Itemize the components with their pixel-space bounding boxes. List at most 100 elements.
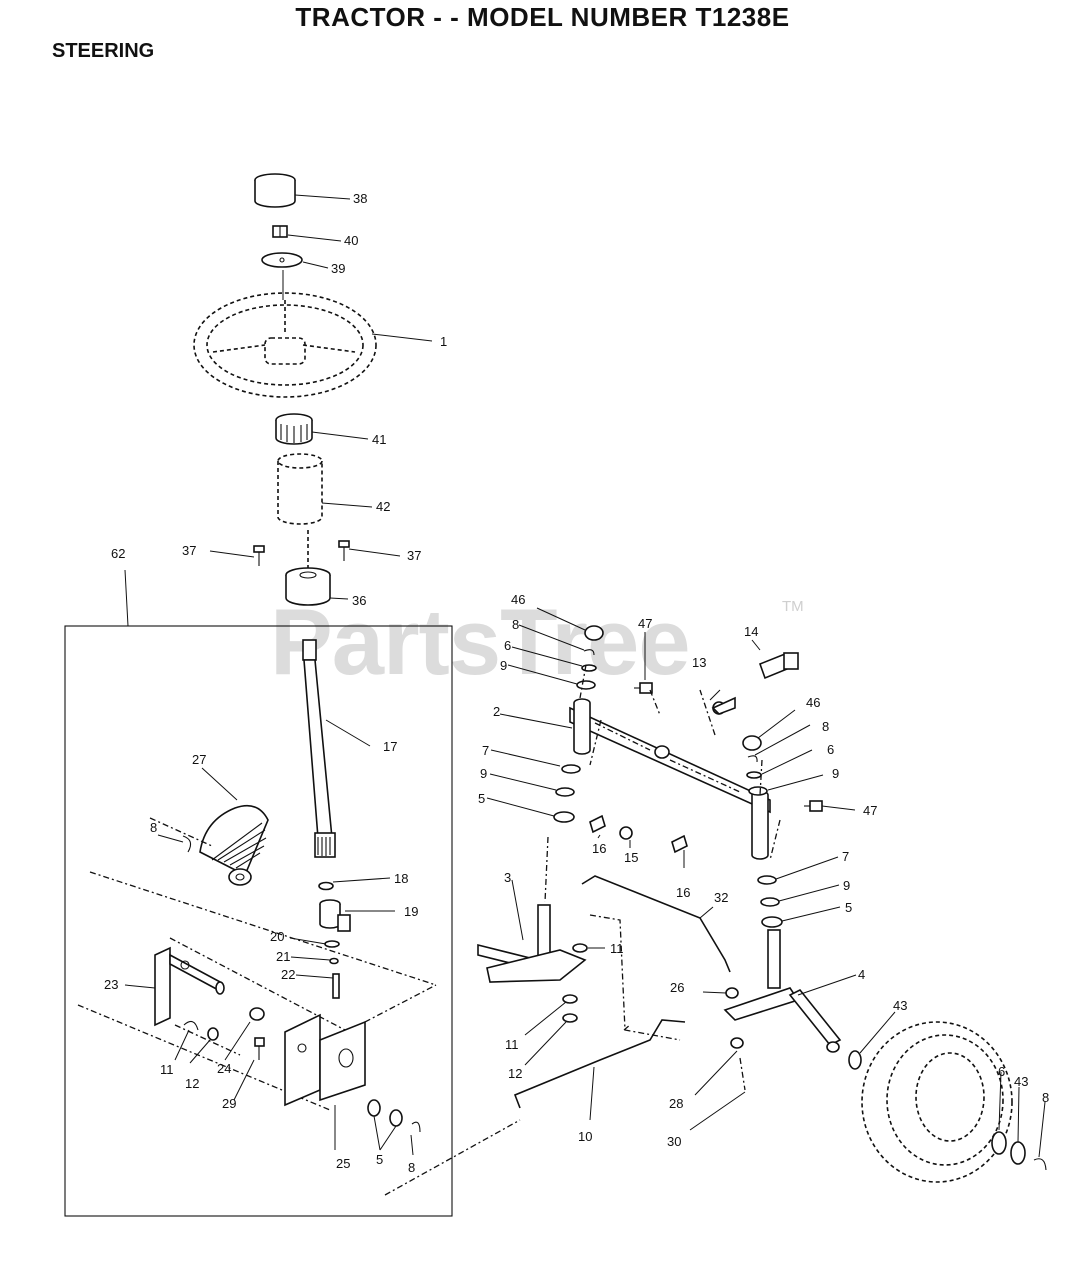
part-46-cap-right[interactable] bbox=[742, 735, 762, 751]
callout-30[interactable]: 30 bbox=[667, 1134, 681, 1149]
part-6-washer-right-spindle[interactable] bbox=[746, 771, 762, 779]
callout-47-left[interactable]: 47 bbox=[638, 616, 652, 631]
part-43-washer-inner[interactable] bbox=[848, 1050, 862, 1070]
callout-32[interactable]: 32 bbox=[714, 890, 728, 905]
part-20-washer[interactable] bbox=[324, 940, 340, 948]
part-25-bracket[interactable] bbox=[284, 1013, 366, 1107]
callout-12-lower[interactable]: 12 bbox=[508, 1066, 522, 1081]
part-28-washer[interactable] bbox=[730, 1037, 744, 1049]
part-13-spacer[interactable] bbox=[711, 696, 736, 715]
callout-5-bracket[interactable]: 5 bbox=[376, 1152, 383, 1167]
part-37-screw-left[interactable] bbox=[253, 545, 265, 566]
part-36-bushing[interactable] bbox=[285, 567, 331, 606]
callout-1[interactable]: 1 bbox=[440, 334, 447, 349]
part-12-washer-lower[interactable] bbox=[562, 1013, 578, 1023]
callout-8-right-spindle[interactable]: 8 bbox=[822, 719, 829, 734]
callout-11-lower[interactable]: 11 bbox=[505, 1037, 519, 1052]
callout-25[interactable]: 25 bbox=[336, 1156, 350, 1171]
callout-26[interactable]: 26 bbox=[670, 980, 684, 995]
callout-14[interactable]: 14 bbox=[744, 624, 758, 639]
callout-8-bracket[interactable]: 8 bbox=[408, 1160, 415, 1175]
callout-9-right-bottom[interactable]: 9 bbox=[843, 878, 850, 893]
part-42-sleeve[interactable] bbox=[277, 453, 323, 525]
callout-43-inner[interactable]: 43 bbox=[893, 998, 907, 1013]
callout-5-right-spindle[interactable]: 5 bbox=[845, 900, 852, 915]
part-32-tie-rod[interactable] bbox=[581, 875, 731, 973]
part-11-pin-left[interactable] bbox=[183, 1020, 199, 1031]
callout-40[interactable]: 40 bbox=[344, 233, 358, 248]
callout-22[interactable]: 22 bbox=[281, 967, 295, 982]
callout-9-left-bottom[interactable]: 9 bbox=[480, 766, 487, 781]
callout-6-right-spindle[interactable]: 6 bbox=[827, 742, 834, 757]
part-5-washer-left-spindle[interactable] bbox=[553, 811, 575, 823]
callout-27[interactable]: 27 bbox=[192, 752, 206, 767]
callout-17[interactable]: 17 bbox=[383, 739, 397, 754]
callout-46-left[interactable]: 46 bbox=[511, 592, 525, 607]
part-47-fitting-right[interactable] bbox=[804, 800, 823, 812]
part-14-pivot-bolt[interactable] bbox=[758, 652, 799, 680]
callout-13[interactable]: 13 bbox=[692, 655, 706, 670]
part-17-steering-shaft[interactable] bbox=[302, 639, 336, 858]
callout-8-left-spindle[interactable]: 8 bbox=[512, 617, 519, 632]
part-40-nut[interactable] bbox=[272, 225, 288, 238]
callout-41[interactable]: 41 bbox=[372, 432, 386, 447]
part-16-pin-b[interactable] bbox=[671, 834, 688, 854]
callout-62[interactable]: 62 bbox=[111, 546, 125, 561]
callout-12-left[interactable]: 12 bbox=[185, 1076, 199, 1091]
part-12-washer-left[interactable] bbox=[207, 1027, 219, 1041]
part-23-pivot-bar[interactable] bbox=[154, 946, 225, 1027]
part-2-front-axle[interactable] bbox=[569, 698, 771, 860]
part-24-bushing[interactable] bbox=[249, 1007, 265, 1021]
callout-7-left[interactable]: 7 bbox=[482, 743, 489, 758]
callout-43-outer[interactable]: 43 bbox=[1014, 1074, 1028, 1089]
callout-38[interactable]: 38 bbox=[353, 191, 367, 206]
callout-15[interactable]: 15 bbox=[624, 850, 638, 865]
part-5-washer-a[interactable] bbox=[367, 1099, 381, 1117]
callout-37-left[interactable]: 37 bbox=[182, 543, 196, 558]
part-46-cap-left[interactable] bbox=[584, 625, 604, 641]
part-8-cotter-pin-bracket[interactable] bbox=[411, 1121, 421, 1133]
part-18-washer[interactable] bbox=[318, 881, 334, 891]
part-6-washer-left-spindle[interactable] bbox=[581, 664, 597, 672]
part-7-washer-left[interactable] bbox=[561, 764, 581, 774]
part-47-fitting-left[interactable] bbox=[634, 682, 653, 694]
part-27-sector-gear[interactable] bbox=[199, 804, 269, 886]
callout-46-right[interactable]: 46 bbox=[806, 695, 820, 710]
callout-39[interactable]: 39 bbox=[331, 261, 345, 276]
callout-5-left-spindle[interactable]: 5 bbox=[478, 791, 485, 806]
callout-9-right-top[interactable]: 9 bbox=[832, 766, 839, 781]
part-8-pin-left-spindle[interactable] bbox=[583, 649, 595, 656]
part-5-washer-right-spindle[interactable] bbox=[761, 916, 783, 928]
callout-3[interactable]: 3 bbox=[504, 870, 511, 885]
callout-6-wheel[interactable]: 6 bbox=[998, 1064, 1005, 1079]
part-22-bolt[interactable] bbox=[332, 973, 340, 999]
callout-6-left-spindle[interactable]: 6 bbox=[504, 638, 511, 653]
callout-21[interactable]: 21 bbox=[276, 949, 290, 964]
callout-9-left-top[interactable]: 9 bbox=[500, 658, 507, 673]
part-16-pin-a[interactable] bbox=[589, 814, 606, 834]
callout-18[interactable]: 18 bbox=[394, 871, 408, 886]
callout-16-b[interactable]: 16 bbox=[676, 885, 690, 900]
callout-42[interactable]: 42 bbox=[376, 499, 390, 514]
part-11-pin-middle[interactable] bbox=[572, 943, 588, 953]
callout-19[interactable]: 19 bbox=[404, 904, 418, 919]
callout-2[interactable]: 2 bbox=[493, 704, 500, 719]
part-6-washer-wheel[interactable] bbox=[991, 1131, 1007, 1155]
callout-29[interactable]: 29 bbox=[222, 1096, 236, 1111]
callout-20[interactable]: 20 bbox=[270, 929, 284, 944]
part-39-washer[interactable] bbox=[261, 252, 303, 268]
part-21-washer[interactable] bbox=[329, 957, 339, 965]
part-4-spindle-right[interactable] bbox=[723, 929, 842, 1053]
part-9-washer-left-top[interactable] bbox=[576, 680, 596, 690]
part-11-pin-lower[interactable] bbox=[562, 994, 578, 1004]
callout-24[interactable]: 24 bbox=[217, 1061, 231, 1076]
callout-7-right[interactable]: 7 bbox=[842, 849, 849, 864]
callout-28[interactable]: 28 bbox=[669, 1096, 683, 1111]
callout-4[interactable]: 4 bbox=[858, 967, 865, 982]
part-10-drag-link[interactable] bbox=[513, 1019, 686, 1109]
part-43-washer-outer[interactable] bbox=[1010, 1141, 1026, 1165]
callout-23[interactable]: 23 bbox=[104, 977, 118, 992]
part-37-screw-right[interactable] bbox=[338, 540, 350, 561]
callout-8-gear[interactable]: 8 bbox=[150, 820, 157, 835]
part-9-washer-right-top[interactable] bbox=[748, 786, 768, 796]
